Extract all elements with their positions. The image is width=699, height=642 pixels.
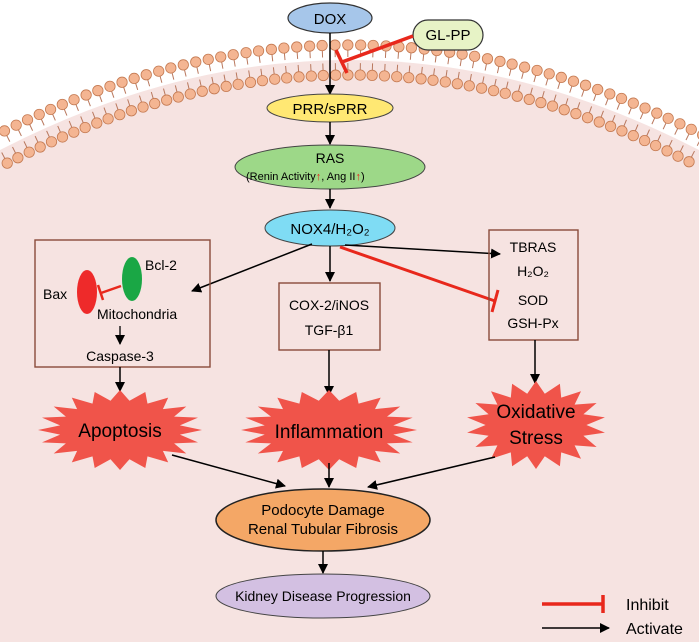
nox-to-right-arrow	[344, 244, 501, 259]
bcl2-label: Bcl-2	[145, 257, 177, 273]
legend: Inhibit Activate	[542, 595, 683, 638]
oxidative-label-2: Stress	[509, 428, 563, 449]
gsh-px-label: GSH-Px	[507, 315, 558, 331]
oxidative-label-1: Oxidative	[496, 402, 575, 423]
nox-to-left-arrow	[191, 243, 313, 293]
bcl2-shape	[122, 257, 142, 301]
apoptosis-label: Apoptosis	[78, 421, 161, 442]
prr-node: PRR/sPRR	[266, 93, 394, 123]
dox-label: DOX	[314, 11, 347, 28]
ras-label: RAS	[316, 150, 345, 166]
up-arrow-icon: ↑	[355, 171, 361, 183]
apoptosis-to-damage-arrow	[171, 454, 286, 489]
inflammation-burst: Inflammation	[241, 390, 417, 470]
glpp-inhibit-line	[334, 34, 414, 74]
apoptosis-starburst-icon	[38, 390, 202, 470]
legend-activate-label: Activate	[626, 621, 683, 638]
nox-node: NOX4/H₂O₂	[264, 209, 396, 247]
ras-node: RAS (Renin Activity↑, Ang II↑)	[234, 144, 426, 190]
nox-inhibit-antioxidant	[339, 245, 500, 313]
h2o2-label: H₂O₂	[517, 263, 549, 279]
dox-node: DOX	[287, 2, 373, 34]
inflammation-label: Inflammation	[275, 422, 384, 443]
oxidative-to-damage-arrow	[367, 456, 496, 490]
progression-node: Kidney Disease Progression	[215, 573, 431, 619]
cell-cytoplasm	[0, 60, 699, 642]
podocyte-damage-label: Podocyte Damage	[261, 502, 384, 519]
bax-shape	[77, 270, 97, 314]
legend-inhibit: Inhibit	[542, 595, 669, 614]
inflammation-starburst-icon	[241, 390, 417, 470]
ras-sub-ang: , Ang II	[321, 171, 355, 183]
tgfb1-label: TGF-β1	[305, 322, 354, 338]
bcl2-inhibits-bax	[96, 284, 122, 301]
up-arrow-icon: ↑	[316, 171, 322, 183]
ras-subtitle: (Renin Activity↑, Ang II↑)	[246, 171, 365, 183]
glpp-node: GL-PP	[412, 19, 484, 51]
oxidative-burst: Oxidative Stress	[467, 381, 605, 469]
cell-membrane	[0, 39, 699, 169]
oxidative-pathway-box: TBRAS H₂O₂ SOD GSH-Px	[488, 229, 579, 341]
progression-label: Kidney Disease Progression	[235, 588, 411, 604]
mitochondria-label: Mitochondria	[97, 306, 177, 322]
glpp-label: GL-PP	[425, 27, 470, 44]
bax-label: Bax	[43, 286, 67, 302]
cox2-inos-label: COX-2/iNOS	[289, 297, 369, 313]
sod-label: SOD	[518, 292, 548, 308]
prr-label: PRR/sPRR	[292, 101, 367, 118]
renal-fibrosis-label: Renal Tubular Fibrosis	[248, 521, 398, 538]
apoptosis-burst: Apoptosis	[38, 390, 202, 470]
oxidative-starburst-icon	[467, 381, 605, 469]
legend-activate: Activate	[542, 621, 683, 638]
tbras-label: TBRAS	[510, 239, 557, 255]
nox-label: NOX4/H₂O₂	[290, 221, 369, 238]
damage-node: Podocyte Damage Renal Tubular Fibrosis	[215, 488, 431, 552]
apoptosis-pathway-box: Bcl-2 Bax Mitochondria Caspase-3	[34, 239, 211, 368]
legend-inhibit-label: Inhibit	[626, 597, 669, 614]
ras-sub-close: )	[361, 171, 365, 183]
ras-sub-renin: (Renin Activity	[246, 171, 316, 183]
caspase-label: Caspase-3	[86, 348, 154, 364]
